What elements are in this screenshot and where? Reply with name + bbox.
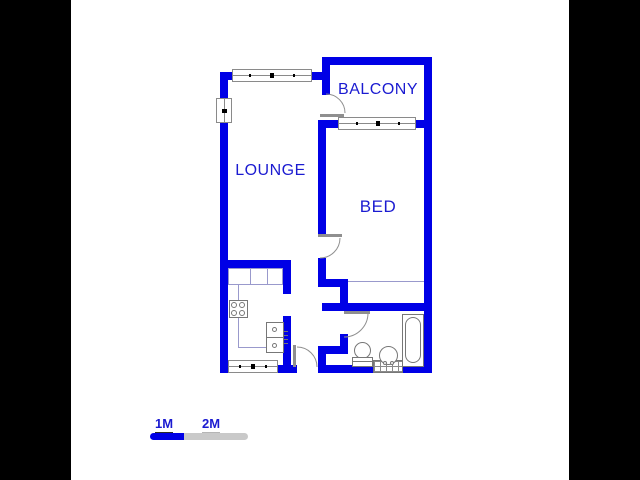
basin-tap [383,361,387,365]
door-threshold-balcony [320,114,344,117]
scale-bar-segment-gray [184,433,248,440]
window-lounge-top [232,69,312,82]
door-leaf-entry [293,345,296,367]
basin [379,346,398,365]
wall-bed-jog-vertical [340,279,348,311]
letterbox-right [569,0,640,480]
window-tick [356,122,358,125]
wall-balcony-top [322,57,432,65]
scale-label-2m: 2M [202,416,221,434]
basin-tap [390,361,394,365]
wall-bed-jog-horizontal [318,279,348,287]
bathtub [402,314,424,367]
stove-burner [239,310,245,316]
window-lounge-left [216,98,232,123]
door-arc-balcony [325,93,346,114]
wall-hall-stub-vertical [340,334,348,354]
sink-divider [267,337,283,338]
sink-drain [272,343,277,348]
wall-hall-stub-horizontal [318,346,348,354]
wall-right-exterior [424,57,432,373]
window-tick [249,74,251,77]
door-threshold-bedroom [318,234,342,237]
wall-lounge-balcony-divider [322,57,330,95]
scale-label-1m: 1M [155,416,174,434]
wall-bed-left-upper [318,120,326,236]
label-balcony: BALCONY [338,81,418,98]
window-bed-top [338,117,416,130]
door-arc-bathroom [343,312,369,338]
bedroom-cupboard-line [348,281,424,282]
bathtub-inner [405,317,421,363]
sink-drain [272,327,277,332]
door-arc-bedroom [319,237,341,259]
kitchen-counter-bottom-edge [238,347,267,348]
stove-burner [231,310,237,316]
toilet-cistern-line [353,361,372,362]
window-tick [239,365,241,368]
door-swing-arcs [296,93,369,368]
door-arc-entry [296,346,318,368]
wall-hall-stub-down [318,346,326,373]
scale-bar-segment-blue [150,433,184,440]
kitchen-counter-top [228,268,283,285]
letterbox-left [0,0,71,480]
sink-tap-marks [284,330,288,344]
wall-left-exterior [220,72,228,373]
stove [229,300,248,318]
window-tick [265,365,267,368]
window-tick [293,74,295,77]
wall-bathroom-top [322,303,432,311]
wall-kitchen-right-upper [283,260,291,294]
window-tick [398,122,400,125]
kitchen-counter-divider [267,268,268,285]
kitchen-sink [266,322,284,353]
label-lounge: LOUNGE [235,162,306,179]
window-tick [251,364,255,369]
label-bed: BED [359,197,397,216]
wall-bed-left-lower [318,258,326,287]
kitchen-counter-divider [250,268,251,285]
stove-burner [239,302,245,308]
wall-kitchen-top [220,260,291,268]
wall-kitchen-right-lower [283,316,291,373]
stove-burner [231,302,237,308]
toilet-cistern [352,357,373,367]
window-kitchen-bottom [228,360,278,373]
window-tick [270,73,274,78]
window-tick [222,109,227,113]
window-tick [376,121,380,126]
door-threshold-bathroom [344,311,370,314]
floor-plan-canvas: BALCONY LOUNGE BED 1M 2M [71,0,569,480]
